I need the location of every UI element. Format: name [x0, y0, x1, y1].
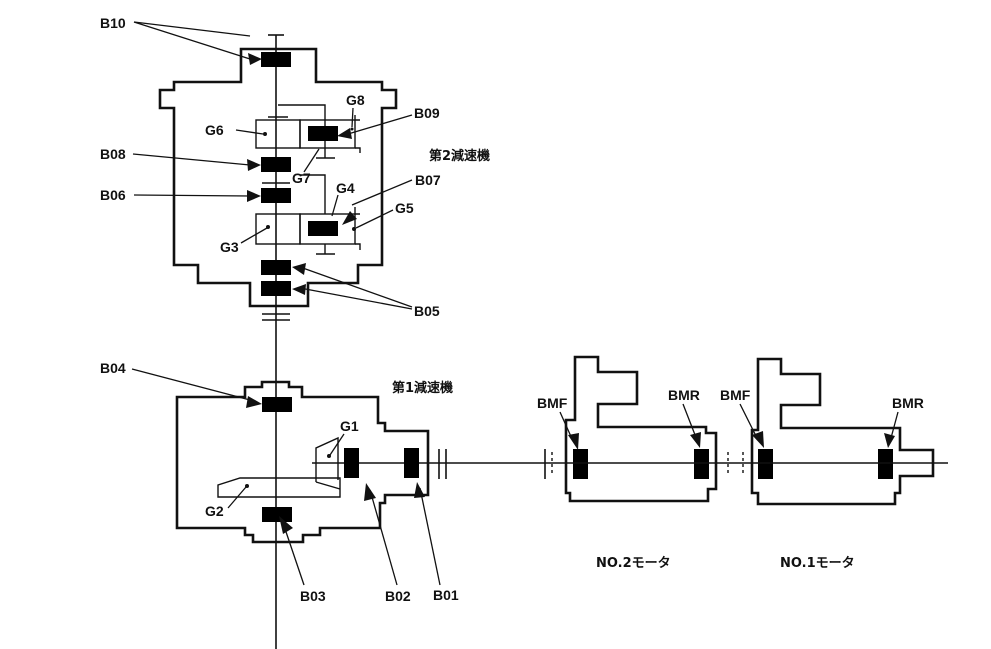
bearing-b03 — [262, 507, 292, 522]
first-reducer: B04 第1減速機 G1 G2 B03 B02 B01 — [100, 360, 540, 604]
label-b03: B03 — [300, 588, 326, 604]
label-b05: B05 — [414, 303, 440, 319]
motor-2-housing — [564, 355, 718, 503]
bearing-b07 — [308, 221, 338, 236]
label-g7: G7 — [292, 170, 311, 186]
label-b01: B01 — [433, 587, 459, 603]
bearing-bmr-motor-2 — [694, 449, 709, 479]
label-b04: B04 — [100, 360, 126, 376]
label-b06: B06 — [100, 187, 126, 203]
label-b09: B09 — [414, 105, 440, 121]
second-reducer-housing — [158, 47, 398, 308]
label-g6: G6 — [205, 122, 224, 138]
bearing-b08 — [261, 157, 291, 172]
label-g3: G3 — [220, 239, 239, 255]
label-g1: G1 — [340, 418, 359, 434]
bearing-b09 — [308, 126, 338, 141]
first-reducer-housing — [175, 380, 430, 544]
motor-1-housing — [750, 357, 935, 506]
label-b10: B10 — [100, 15, 126, 31]
label-b02: B02 — [385, 588, 411, 604]
second-reducer: B10 G8 B09 第2減速機 G6 B08 G7 G4 B07 B06 G5… — [100, 15, 490, 649]
label-g4: G4 — [336, 180, 355, 196]
label-b07: B07 — [415, 172, 441, 188]
bearing-b04 — [262, 397, 292, 412]
second-reducer-title: 第2減速機 — [429, 148, 490, 164]
motor-2: BMF BMR NO.2モータ — [537, 355, 742, 571]
label-bmr-motor-1: BMR — [892, 395, 924, 411]
bearing-b01 — [404, 448, 419, 478]
bearing-b05-lower — [261, 281, 291, 296]
bearing-bmr-motor-1 — [878, 449, 893, 479]
first-reducer-title: 第1減速機 — [392, 380, 453, 396]
label-bmr-motor-2: BMR — [668, 387, 700, 403]
label-bmf-motor-2: BMF — [537, 395, 568, 411]
label-g8: G8 — [346, 92, 365, 108]
motor-1: BMF BMR NO.1モータ — [720, 357, 948, 571]
bearing-bmf-motor-2 — [573, 449, 588, 479]
motor-2-caption: NO.2モータ — [596, 556, 671, 571]
bearing-b05-upper — [261, 260, 291, 275]
label-g5: G5 — [395, 200, 414, 216]
bearing-b06 — [261, 188, 291, 203]
motor-1-caption: NO.1モータ — [780, 556, 855, 571]
label-g2: G2 — [205, 503, 224, 519]
bearing-b10 — [261, 52, 291, 67]
bearing-b02 — [344, 448, 359, 478]
bearing-bmf-motor-1 — [758, 449, 773, 479]
label-bmf-motor-1: BMF — [720, 387, 751, 403]
label-b08: B08 — [100, 146, 126, 162]
